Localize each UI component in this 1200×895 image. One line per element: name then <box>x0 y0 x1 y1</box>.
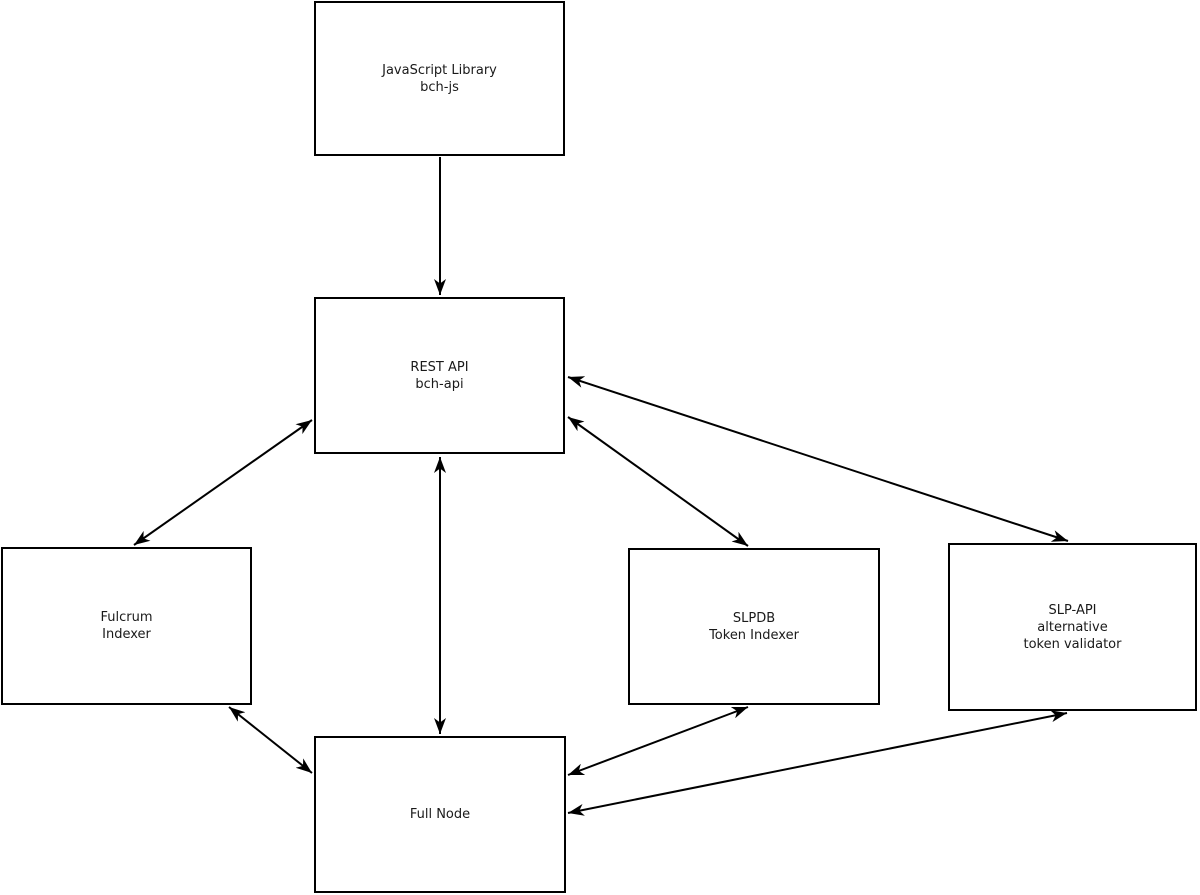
node-label: alternative <box>1037 619 1108 635</box>
node-label: Indexer <box>102 627 151 642</box>
node-label: REST API <box>410 359 469 375</box>
edge-fulcrum-fullnode <box>228 706 313 774</box>
edge-slpapi-fullnode <box>567 710 1068 816</box>
node-full-node: Full Node <box>314 736 566 893</box>
node-label: token validator <box>1023 636 1122 652</box>
node-label: Token Indexer <box>709 627 799 643</box>
node-label: Fulcrum <box>100 610 153 625</box>
edges-group <box>133 157 1069 816</box>
edge-slpdb-fullnode <box>567 706 749 776</box>
edge-rest-slpdb <box>567 416 749 547</box>
node-label: JavaScript Library <box>382 62 497 78</box>
node-label: bch-api <box>415 376 464 392</box>
node-label: Full Node <box>409 807 471 822</box>
node-label: SLP-API <box>1048 602 1097 618</box>
node-label: bch-js <box>420 79 459 95</box>
edge-rest-slpapi <box>567 376 1069 542</box>
edge-rest-fulcrum <box>133 419 313 546</box>
node-label: SLPDB <box>732 610 776 626</box>
